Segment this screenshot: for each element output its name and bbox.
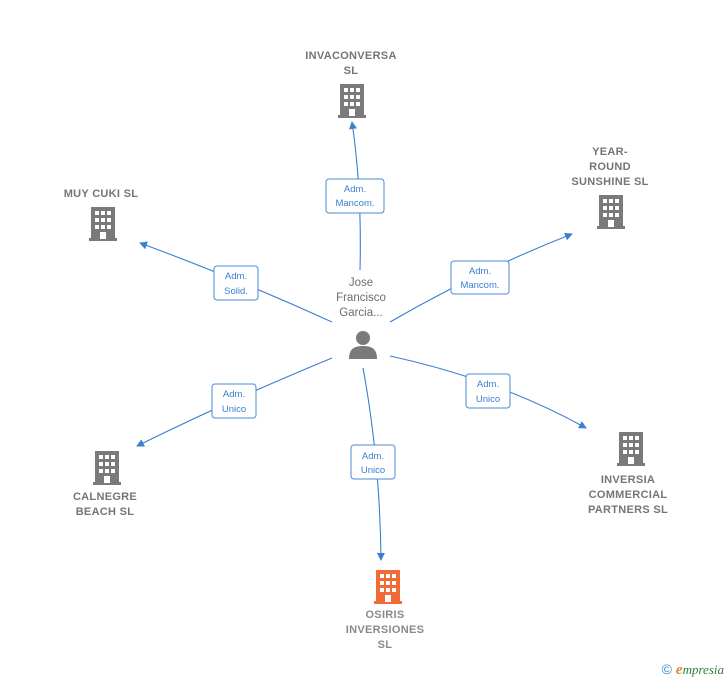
person-node[interactable]: Jose Francisco Garcia... — [336, 277, 386, 359]
company-node-osiris[interactable]: OSIRIS INVERSIONES SL — [346, 570, 425, 651]
role-line: Unico — [361, 465, 385, 476]
brand-footer[interactable]: ©empresia — [662, 661, 724, 679]
role-line: Solid. — [224, 286, 248, 297]
role-line: Mancom. — [335, 198, 374, 209]
person-name-line: Jose — [349, 277, 373, 289]
building-icon — [374, 570, 402, 604]
company-label: YEAR- — [592, 146, 628, 158]
company-label: MUY CUKI SL — [64, 188, 139, 200]
company-label: SUNSHINE SL — [571, 176, 648, 188]
company-label: CALNEGRE — [73, 491, 137, 503]
role-line: Unico — [222, 404, 246, 415]
role-label-muy-cuki[interactable]: Adm. Solid. — [213, 265, 259, 301]
role-label-year-round[interactable]: Adm. Mancom. — [450, 260, 510, 295]
role-line: Adm. — [469, 266, 491, 277]
company-node-muy-cuki[interactable]: MUY CUKI SL — [64, 188, 139, 241]
company-label: INVACONVERSA — [305, 50, 396, 62]
role-line: Adm. — [223, 389, 245, 400]
building-icon — [93, 451, 121, 485]
company-node-year-round[interactable]: YEAR- ROUND SUNSHINE SL — [571, 146, 648, 229]
company-node-inversia[interactable]: INVERSIA COMMERCIAL PARTNERS SL — [588, 432, 668, 516]
person-name-line: Garcia... — [339, 307, 382, 319]
company-label: SL — [344, 65, 359, 77]
person-icon — [349, 331, 377, 359]
company-label: BEACH SL — [76, 506, 135, 518]
copyright-icon: © — [661, 661, 672, 677]
role-label-inversia[interactable]: Adm. Unico — [465, 373, 511, 409]
brand-logo-text: mpresia — [682, 662, 724, 677]
building-icon — [89, 207, 117, 241]
role-label-calnegre[interactable]: Adm. Unico — [211, 383, 257, 419]
company-label: SL — [378, 639, 393, 651]
role-label-invaconversa[interactable]: Adm. Mancom. — [325, 178, 385, 214]
role-line: Unico — [476, 394, 500, 405]
role-label-osiris[interactable]: Adm. Unico — [350, 444, 396, 480]
company-label: INVERSIA — [601, 474, 655, 486]
person-name-line: Francisco — [336, 292, 386, 304]
role-line: Adm. — [477, 379, 499, 390]
role-line: Adm. — [225, 271, 247, 282]
role-line: Adm. — [344, 184, 366, 195]
company-label: COMMERCIAL — [589, 489, 668, 501]
company-label: ROUND — [589, 161, 631, 173]
role-labels: Adm. Mancom. Adm. Mancom. Adm. Solid. Ad… — [211, 178, 511, 480]
company-node-calnegre[interactable]: CALNEGRE BEACH SL — [73, 451, 137, 518]
role-line: Adm. — [362, 451, 384, 462]
building-icon — [597, 195, 625, 229]
company-label: OSIRIS — [365, 609, 404, 621]
building-icon — [338, 84, 366, 118]
building-icon — [617, 432, 645, 466]
role-line: Mancom. — [460, 280, 499, 291]
brand-logo-initial: e — [675, 662, 683, 678]
company-label: INVERSIONES — [346, 624, 425, 636]
company-label: PARTNERS SL — [588, 504, 668, 516]
company-node-invaconversa[interactable]: INVACONVERSA SL — [305, 50, 396, 118]
